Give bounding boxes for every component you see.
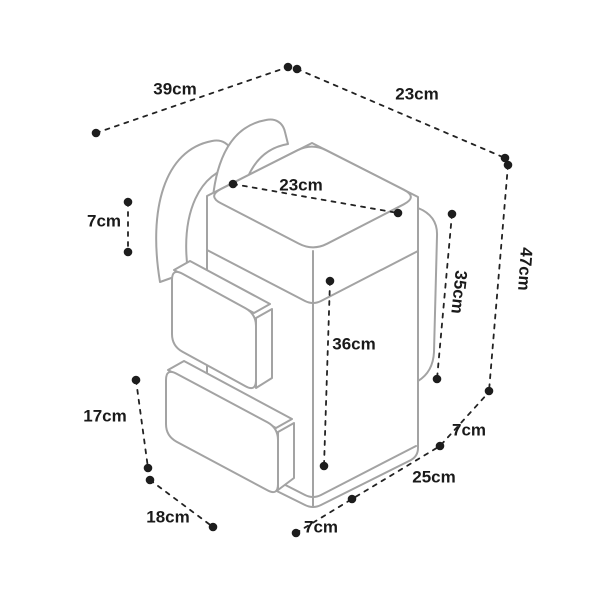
side-flap-strip <box>417 207 439 382</box>
dim-dot <box>503 160 513 170</box>
dim-dot <box>484 386 494 396</box>
dim-line-lower-pocket-width <box>149 479 214 528</box>
dim-label-lower-pocket-width: 18cm <box>146 507 189 526</box>
backpack-drawing <box>155 118 439 508</box>
upper-pocket-side-face <box>255 308 273 389</box>
lower-pocket-side-face <box>277 422 295 491</box>
dim-dot <box>432 374 442 384</box>
dim-label-side-panel-height: 35cm <box>447 269 470 314</box>
dim-label-base-front-depth: 7cm <box>304 517 338 536</box>
dim-line-side-panel-height <box>436 213 453 380</box>
dim-dot <box>325 276 335 286</box>
lower-front-pocket <box>165 360 295 494</box>
dim-dot <box>228 179 238 189</box>
dim-label-top-edge-left: 39cm <box>153 79 196 98</box>
dim-line-lower-pocket-height <box>135 379 149 469</box>
dim-label-lower-pocket-height: 17cm <box>83 406 126 425</box>
dim-dot <box>319 461 329 471</box>
dim-dot <box>123 197 133 207</box>
dim-dot <box>131 375 141 385</box>
dim-dot <box>208 522 218 532</box>
dim-dot <box>393 208 403 218</box>
dim-dot <box>291 528 301 538</box>
lower-pocket-front-face <box>165 370 279 494</box>
dim-dot <box>145 475 155 485</box>
dim-dot <box>447 209 457 219</box>
dim-line-overall-height <box>488 164 509 392</box>
dim-dot <box>91 128 101 138</box>
dim-label-lid-top-width: 23cm <box>279 175 322 194</box>
dim-line-lid-top-width <box>232 183 399 214</box>
dim-dot <box>283 62 293 72</box>
dim-dot <box>347 494 357 504</box>
dim-label-front-panel-height: 36cm <box>332 334 375 353</box>
dim-line-front-panel-height <box>323 280 331 467</box>
upper-front-pocket <box>171 260 273 390</box>
dim-label-overall-height: 47cm <box>514 247 536 292</box>
dim-label-base-edge-depth: 25cm <box>412 467 455 486</box>
lid-top-face <box>213 145 412 249</box>
dim-line-base-chain <box>295 391 490 534</box>
dimension-labels: 39cm 23cm 47cm 23cm 7cm 35cm 36cm 17cm 1… <box>83 79 536 536</box>
dim-dot <box>123 247 133 257</box>
dim-label-top-edge-right: 23cm <box>395 84 438 103</box>
strap-left <box>155 139 236 283</box>
dim-dot <box>143 463 153 473</box>
dim-line-top-edge-left <box>95 66 289 134</box>
dim-dot <box>435 441 445 451</box>
dim-line-top-edge-right <box>296 68 506 159</box>
dimension-lines <box>95 66 509 534</box>
dim-dot <box>292 64 302 74</box>
dimension-dots <box>91 62 513 538</box>
upper-pocket-front-face <box>171 270 257 390</box>
dim-label-base-side-depth: 7cm <box>452 420 486 439</box>
dim-dot <box>500 153 510 163</box>
dim-label-lid-height: 7cm <box>87 211 121 230</box>
